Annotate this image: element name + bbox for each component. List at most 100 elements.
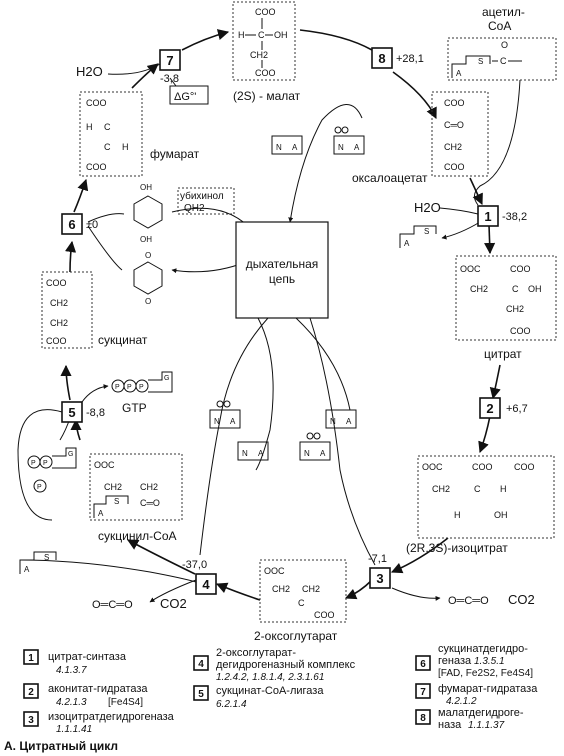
svg-text:N: N xyxy=(330,417,336,426)
step-7-dg: -3,8 xyxy=(160,73,179,85)
succ-ch2-b: CH2 xyxy=(50,318,68,328)
svg-text:изоцитратдегидрогеназа: изоцитратдегидрогеназа xyxy=(48,711,175,723)
step-2-dg: +6,7 xyxy=(506,403,528,415)
gdp-p1-text: P xyxy=(31,460,36,467)
citrate-ch2-right: CH2 xyxy=(506,304,524,314)
nad-symbol-3: N A xyxy=(325,409,357,429)
svg-text:1.1.1.37: 1.1.1.37 xyxy=(468,720,505,731)
nadh-loop-8 xyxy=(288,104,363,223)
svg-text:[FAD, Fe2S2, Fe4S4]: [FAD, Fe2S2, Fe4S4] xyxy=(438,668,533,679)
arrow-h2o-in-1 xyxy=(439,207,479,215)
fum-c2: C xyxy=(104,142,111,152)
svg-text:4.2.1.2: 4.2.1.2 xyxy=(446,696,477,707)
svg-text:фумарат-гидратаза: фумарат-гидратаза xyxy=(438,683,538,695)
fum-coo-top: COO xyxy=(86,98,107,108)
oaa-coo-top: COO xyxy=(444,98,465,108)
svg-text:6: 6 xyxy=(420,659,426,670)
gtp-p3 xyxy=(135,379,149,393)
gtp-label: GTP xyxy=(122,401,147,415)
svg-text:8: 8 xyxy=(378,51,385,66)
gtp-g-shape xyxy=(148,371,173,393)
og-c: C xyxy=(298,598,305,608)
malate-ho: H xyxy=(238,30,245,40)
svg-text:A: A xyxy=(230,417,236,426)
coa-free-r-s: S xyxy=(424,227,429,236)
isocitrate-coo-right: COO xyxy=(514,462,535,472)
svg-text:цитрат-синтаза: цитрат-синтаза xyxy=(48,651,127,663)
ubiquinone-ring xyxy=(133,261,163,295)
arrow-qh2-to-chain xyxy=(171,207,249,227)
gdp-p2 xyxy=(39,455,53,469)
nadh-loop-3 xyxy=(199,317,269,556)
svg-text:7: 7 xyxy=(166,53,173,68)
isocitrate-ho: H xyxy=(454,510,461,520)
isocitrate-ooc: OOC xyxy=(422,462,443,472)
arrow-co2-out-3 xyxy=(391,587,441,601)
nad-symbol-1: N A xyxy=(271,135,303,155)
acetylcoa-label-2: CoA xyxy=(488,19,511,33)
svg-text:1: 1 xyxy=(28,653,34,664)
ubiquinol-label-1: убихинол xyxy=(180,190,224,202)
svg-text:[Fe4S4]: [Fe4S4] xyxy=(108,697,143,708)
ubiquinol-label-2: QH2 xyxy=(184,203,205,214)
gtp-p2-text: P xyxy=(127,384,132,391)
arrow-h2o-in-7 xyxy=(107,63,161,75)
malate-ch2: CH2 xyxy=(250,50,268,60)
acetylcoa-o: O xyxy=(501,40,508,50)
citrate-coo-top: COO xyxy=(510,264,531,274)
svg-text:1.2.4.2, 1.8.1.4, 2.3.1.61: 1.2.4.2, 1.8.1.4, 2.3.1.61 xyxy=(216,672,324,683)
acetylcoa-co: C xyxy=(500,56,507,66)
h2o-label-1: H2O xyxy=(414,200,441,215)
malate-coo-bottom: COO xyxy=(255,68,276,78)
gdp-g-shape xyxy=(52,447,77,469)
oxaloacetate-frame xyxy=(431,91,489,177)
pi-text: P xyxy=(37,484,42,491)
malate-oh: OH xyxy=(274,30,288,40)
arrow-coa-in-4 xyxy=(19,559,197,583)
svg-text:7: 7 xyxy=(420,687,426,698)
ubiquinone-o-top: O xyxy=(145,251,151,260)
step-4-dg: -37,0 xyxy=(182,559,207,571)
svg-text:сукцинатдегидро-: сукцинатдегидро- xyxy=(438,643,528,655)
svg-text:дегидрогеназный комплекс: дегидрогеназный комплекс xyxy=(216,659,356,671)
svg-text:5: 5 xyxy=(68,405,75,420)
arrow-citrate-to-2 xyxy=(489,364,501,400)
scoa-a: A xyxy=(98,509,104,518)
fum-coo-bottom: COO xyxy=(86,162,107,172)
step-box-5: 5 xyxy=(61,401,83,423)
arrow-loop-5 xyxy=(17,409,63,521)
step-box-4: 4 xyxy=(195,573,217,595)
gtp-p1-text: P xyxy=(115,384,120,391)
malate-label: (2S) - малат xyxy=(233,89,301,103)
acetylcoa-a: A xyxy=(456,69,462,78)
fumarate-frame xyxy=(79,91,143,177)
legend-item-4: 4 2-оксоглутарат- дегидрогеназный компле… xyxy=(193,647,356,683)
step-8-dg: +28,1 xyxy=(396,53,424,65)
svg-text:8: 8 xyxy=(420,713,426,724)
svg-text:2: 2 xyxy=(486,401,493,416)
gdp-p2-text: P xyxy=(43,460,48,467)
ubiquinol-ring xyxy=(133,195,163,229)
coa-shape-acetyl xyxy=(451,55,491,78)
fum-c1: C xyxy=(104,122,111,132)
og-ch2-a: CH2 xyxy=(272,584,290,594)
nadh-symbol-1: N A xyxy=(333,126,365,155)
svg-text:1.1.1.41: 1.1.1.41 xyxy=(56,724,92,735)
scoa-ch2-b: CH2 xyxy=(140,482,158,492)
svg-text:наза: наза xyxy=(438,719,462,731)
arrow-co2-out-4 xyxy=(149,579,197,603)
coa-free-r-a: A xyxy=(404,239,410,248)
arrow-coa-out-1 xyxy=(441,221,481,240)
co2-formula-3: O═C═O xyxy=(448,595,489,607)
oaa-co: C═O xyxy=(444,120,464,130)
arrow-malate-to-8 xyxy=(299,29,373,51)
scoa-ch2-a: CH2 xyxy=(104,482,122,492)
succinate-label: сукцинат xyxy=(98,333,148,347)
acetylcoa-frame xyxy=(447,37,557,81)
svg-text:A: A xyxy=(346,417,352,426)
svg-text:A: A xyxy=(320,449,326,458)
legend-item-1: 1 цитрат-синтаза 4.1.3.7 xyxy=(23,649,127,676)
succ-coo-bottom: COO xyxy=(46,336,67,346)
svg-text:4: 4 xyxy=(202,577,210,592)
ubiquinol-label-frame xyxy=(177,187,235,215)
